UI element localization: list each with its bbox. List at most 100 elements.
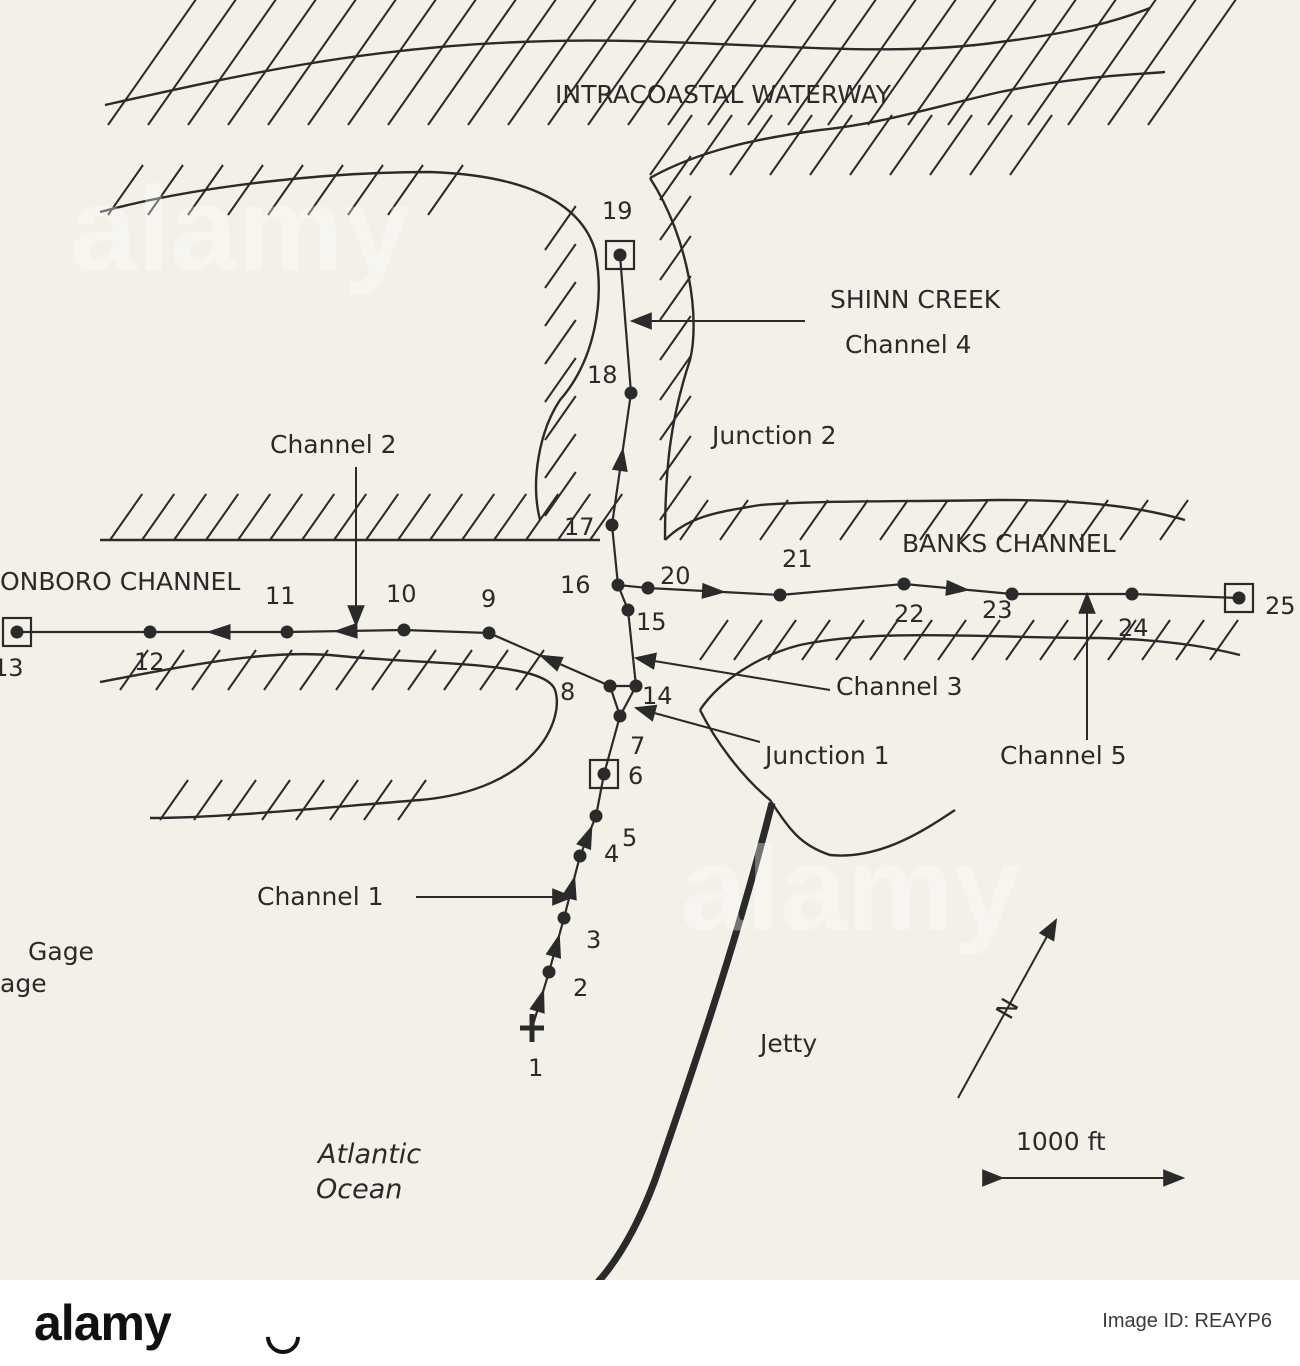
hatch-stroke (849, 114, 893, 176)
hatch-stroke (109, 493, 144, 541)
node-21 (773, 588, 787, 602)
flow-arrow-17-18 (611, 447, 628, 473)
hatch-stroke (187, 0, 277, 126)
hatch-stroke (799, 499, 829, 541)
hatch-stroke (329, 779, 359, 821)
hatch-stroke (387, 0, 477, 126)
gage-node-19 (604, 239, 636, 271)
hatch-stroke (729, 114, 773, 176)
hatch-stroke (155, 649, 185, 691)
node-3 (557, 911, 571, 925)
hatch-stroke (371, 649, 401, 691)
hatch-stroke (295, 779, 325, 821)
channel-3-label: Channel 3 (836, 672, 963, 701)
hatch-stroke (587, 0, 677, 126)
hatch-stroke (547, 0, 637, 126)
hatch-stroke (907, 0, 997, 126)
node-label-22: 22 (894, 600, 925, 628)
hatch-stroke (839, 499, 869, 541)
hatch-stroke (769, 114, 813, 176)
hatch-stroke (787, 0, 877, 126)
hatch-stroke (659, 275, 692, 321)
node-5 (589, 809, 603, 823)
flow-segment-5-6 (594, 773, 606, 817)
hatch-stroke (544, 471, 577, 517)
node-22 (897, 577, 911, 591)
hatch-stroke (659, 435, 692, 481)
hatch-stroke (719, 499, 749, 541)
hatch-stroke (1107, 0, 1197, 126)
hatch-stroke (407, 649, 437, 691)
hatch-stroke (971, 619, 1001, 661)
channel-4-label: Channel 4 (845, 330, 972, 359)
gage-node-6 (588, 758, 620, 790)
node-label-13: 13 (0, 654, 24, 682)
hatch-stroke (544, 205, 577, 251)
node-8 (603, 679, 617, 693)
hatch-stroke (544, 243, 577, 289)
scale-label: 1000 ft (1016, 1127, 1106, 1156)
node-12 (143, 625, 157, 639)
hatch-stroke (1147, 0, 1237, 126)
hatch-stroke (659, 475, 692, 521)
hatch-stroke (119, 649, 149, 691)
hatch-stroke (867, 0, 957, 126)
masonboro-south-shore (99, 652, 558, 820)
legend-gage-line1: Gage (28, 937, 94, 966)
node-9 (482, 626, 496, 640)
hatch-stroke (1107, 619, 1137, 661)
channel-1-label: Channel 1 (257, 882, 384, 911)
hatch-stroke (443, 649, 473, 691)
masonboro-channel-label: ONBORO CHANNEL (0, 567, 240, 596)
node-16 (611, 578, 625, 592)
hatch-stroke (187, 164, 224, 216)
jetty-label: Jetty (758, 1029, 817, 1058)
hatch-stroke (659, 315, 692, 361)
hatch-stroke (205, 493, 240, 541)
node-label-25: 25 (1265, 592, 1296, 620)
hatch-stroke (307, 164, 344, 216)
hatch-stroke (507, 0, 597, 126)
node-label-17: 17 (564, 513, 595, 541)
hatch-stroke (969, 114, 1013, 176)
hatch-stroke (261, 779, 291, 821)
hatch-stroke (1005, 619, 1035, 661)
hatch-stroke (227, 0, 317, 126)
hatch-stroke (937, 619, 967, 661)
hatch-stroke (193, 779, 223, 821)
junction-1-pointer (633, 704, 761, 743)
labels: INTRACOASTAL WATERWAY SHINN CREEK Channe… (0, 80, 1127, 1205)
label-pointers (347, 312, 1096, 906)
hatch-stroke (269, 493, 304, 541)
hatch-stroke (365, 493, 400, 541)
hatch-stroke (227, 649, 257, 691)
node-label-2: 2 (573, 974, 588, 1002)
gage-node-25 (1223, 582, 1255, 614)
hatch-stroke (987, 0, 1077, 126)
hatch-stroke (827, 0, 917, 126)
hatch-stroke (427, 164, 464, 216)
hatch-stroke (461, 493, 496, 541)
node-label-23: 23 (982, 596, 1013, 624)
node-11 (280, 625, 294, 639)
hatch-stroke (1009, 114, 1053, 176)
flow-arrow-4-5 (576, 824, 593, 851)
node-label-6: 6 (628, 762, 643, 790)
hatch-stroke (659, 235, 692, 281)
hatch-stroke (467, 0, 557, 126)
hatch-stroke (335, 649, 365, 691)
flow-arrow-2-3 (545, 933, 561, 959)
hatch-stroke (1027, 0, 1117, 126)
alamy-logo[interactable]: alamy (34, 1295, 172, 1351)
hatch-stroke (557, 493, 592, 541)
node-label-8: 8 (560, 678, 575, 706)
node-label-9: 9 (481, 585, 496, 613)
hatch-stroke (147, 0, 237, 126)
north-arrow: N (957, 918, 1058, 1099)
banks-north-shore (664, 498, 1186, 541)
node-10 (397, 623, 411, 637)
node-4 (573, 849, 587, 863)
hatch-stroke (347, 164, 384, 216)
node-label-20: 20 (660, 562, 691, 590)
node-label-3: 3 (586, 926, 601, 954)
